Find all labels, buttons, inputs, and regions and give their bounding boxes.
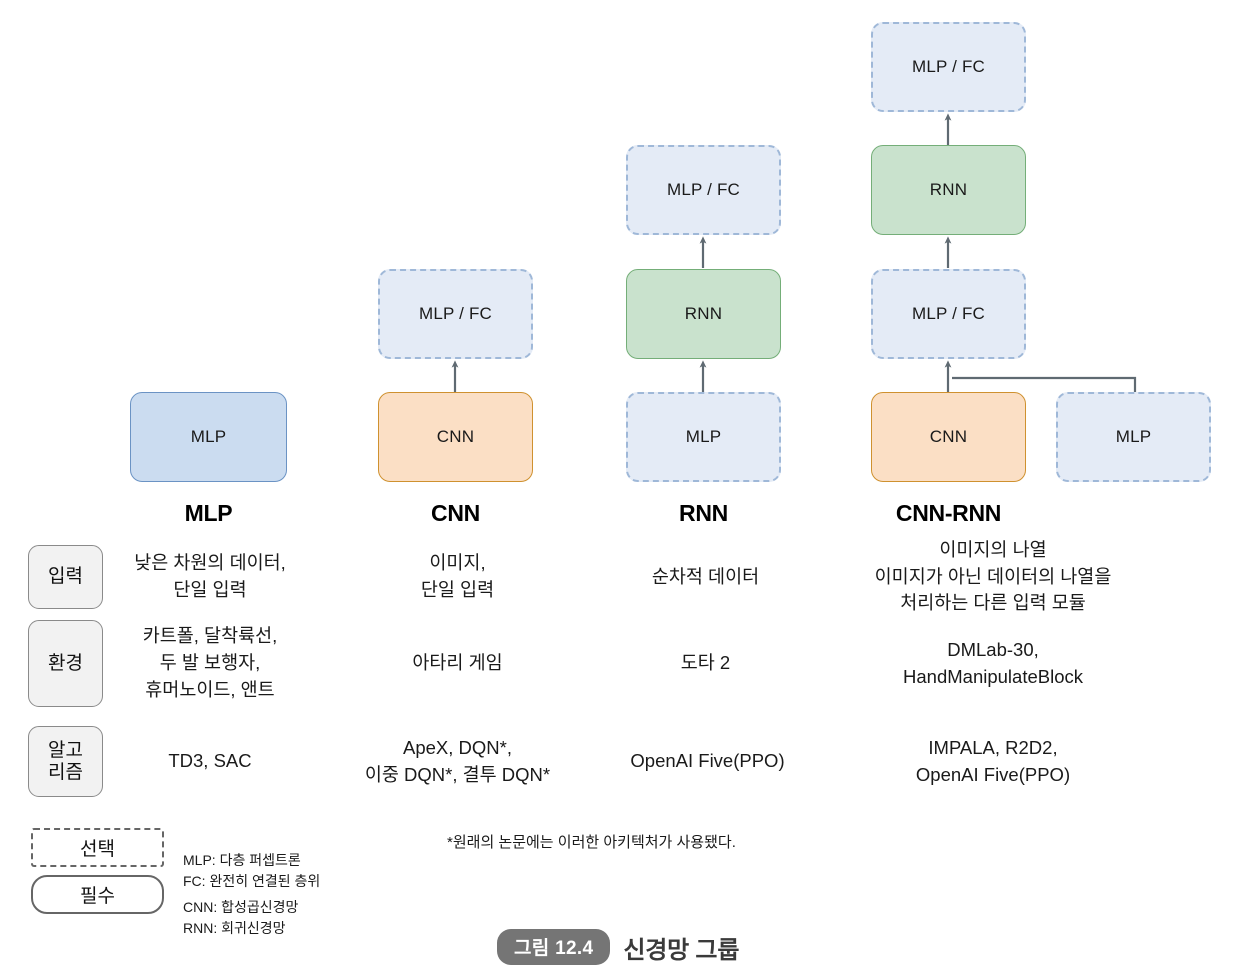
figure-caption-title: 신경망 그룹 xyxy=(623,936,740,964)
cell-algorithm-rnn: OpenAI Five(PPO) xyxy=(600,726,815,797)
node-cnnrnn-cnn[interactable]: CNN xyxy=(871,392,1026,482)
column-title-rnn: RNN xyxy=(626,500,781,527)
cell-environment-rnn: 도타 2 xyxy=(608,620,803,707)
node-cnn-mlpfc[interactable]: MLP / FC xyxy=(378,269,533,359)
legend-abbrev-top: MLP: 다층 퍼셉트론 FC: 완전히 연결된 층위 xyxy=(183,829,373,892)
legend-abbrev-top-text: MLP: 다층 퍼셉트론 FC: 완전히 연결된 층위 xyxy=(183,852,321,889)
cell-text: 낮은 차원의 데이터, 단일 입력 xyxy=(134,552,286,600)
cell-text: 순차적 데이터 xyxy=(651,565,760,587)
node-cnn-cnn[interactable]: CNN xyxy=(378,392,533,482)
legend-optional-label: 선택 xyxy=(80,839,115,860)
legend-abbrev-bottom: CNN: 합성곱신경망 RNN: 회귀신경망 xyxy=(183,876,373,939)
node-label: CNN xyxy=(929,427,968,446)
cell-text: 이미지의 나열 이미지가 아닌 데이터의 나열을 처리하는 다른 입력 모듈 xyxy=(874,538,1112,614)
column-title-text: CNN xyxy=(431,500,480,526)
legend-required-box: 필수 xyxy=(31,875,164,914)
cell-environment-cnn: 아타리 게임 xyxy=(360,620,555,707)
cell-algorithm-mlp: TD3, SAC xyxy=(110,726,310,797)
column-title-text: CNN-RNN xyxy=(895,500,1002,526)
cell-text: ApeX, DQN*, 이중 DQN*, 결투 DQN* xyxy=(364,736,551,785)
row-label-text: 알고 리즘 xyxy=(48,739,83,783)
row-label-environment: 환경 xyxy=(28,620,103,707)
column-title-mlp: MLP xyxy=(130,500,287,527)
node-cnnrnn-rnn[interactable]: RNN xyxy=(871,145,1026,235)
cell-environment-cnn-rnn: DMLab-30, HandManipulateBlock xyxy=(818,620,1168,707)
legend-abbrev-bottom-text: CNN: 합성곱신경망 RNN: 회귀신경망 xyxy=(183,899,299,936)
column-title-cnn: CNN xyxy=(378,500,533,527)
node-label: MLP xyxy=(1115,427,1152,446)
node-label: MLP / FC xyxy=(666,180,741,199)
node-label: MLP xyxy=(685,427,722,446)
cell-input-rnn: 순차적 데이터 xyxy=(608,541,803,613)
node-label: RNN xyxy=(929,180,968,199)
cell-text: 아타리 게임 xyxy=(412,652,503,674)
node-rnn-mlp[interactable]: MLP xyxy=(626,392,781,482)
row-label-algorithm: 알고 리즘 xyxy=(28,726,103,797)
cell-algorithm-cnn-rnn: IMPALA, R2D2, OpenAI Five(PPO) xyxy=(818,726,1168,797)
cell-text: 도타 2 xyxy=(680,652,731,674)
cell-text: IMPALA, R2D2, OpenAI Five(PPO) xyxy=(915,736,1071,785)
cell-text: DMLab-30, HandManipulateBlock xyxy=(903,638,1083,687)
figure-caption: 그림 12.4 신경망 그룹 xyxy=(497,929,739,965)
legend-required-label: 필수 xyxy=(80,886,115,907)
node-label: RNN xyxy=(684,304,723,323)
column-title-cnn-rnn: CNN-RNN xyxy=(871,500,1026,527)
node-rnn-mlpfc[interactable]: MLP / FC xyxy=(626,145,781,235)
node-cnnrnn-mlp-side[interactable]: MLP xyxy=(1056,392,1211,482)
node-mlp-mlp[interactable]: MLP xyxy=(130,392,287,482)
node-rnn-rnn[interactable]: RNN xyxy=(626,269,781,359)
node-label: MLP / FC xyxy=(911,304,986,323)
node-label: MLP / FC xyxy=(418,304,493,323)
column-title-text: RNN xyxy=(679,500,728,526)
cell-environment-mlp: 카트폴, 달착륙선, 두 발 보행자, 휴머노이드, 앤트 xyxy=(110,620,310,707)
cell-text: TD3, SAC xyxy=(168,750,252,772)
column-title-text: MLP xyxy=(184,500,233,526)
node-cnnrnn-mlpfc-top[interactable]: MLP / FC xyxy=(871,22,1026,112)
cell-text: 카트폴, 달착륙선, 두 발 보행자, 휴머노이드, 앤트 xyxy=(142,625,278,700)
figure-number-badge: 그림 12.4 xyxy=(497,929,611,965)
row-label-text: 환경 xyxy=(48,652,83,674)
node-cnnrnn-mlpfc-mid[interactable]: MLP / FC xyxy=(871,269,1026,359)
footnote-text: *원래의 논문에는 이러한 아키텍처가 사용됐다. xyxy=(447,834,736,851)
cell-text: 이미지, 단일 입력 xyxy=(420,552,495,600)
node-label: MLP / FC xyxy=(911,57,986,76)
cell-input-mlp: 낮은 차원의 데이터, 단일 입력 xyxy=(110,541,310,613)
footnote: *원래의 논문에는 이러한 아키텍처가 사용됐다. xyxy=(447,831,736,852)
cell-algorithm-cnn: ApeX, DQN*, 이중 DQN*, 결투 DQN* xyxy=(340,726,575,797)
node-label: CNN xyxy=(436,427,475,446)
row-label-input: 입력 xyxy=(28,545,103,609)
cell-input-cnn: 이미지, 단일 입력 xyxy=(360,541,555,613)
cell-input-cnn-rnn: 이미지의 나열 이미지가 아닌 데이터의 나열을 처리하는 다른 입력 모듈 xyxy=(818,533,1168,621)
legend-optional-box: 선택 xyxy=(31,828,164,867)
row-label-text: 입력 xyxy=(48,566,83,588)
node-label: MLP xyxy=(190,427,227,446)
cell-text: OpenAI Five(PPO) xyxy=(630,750,785,772)
